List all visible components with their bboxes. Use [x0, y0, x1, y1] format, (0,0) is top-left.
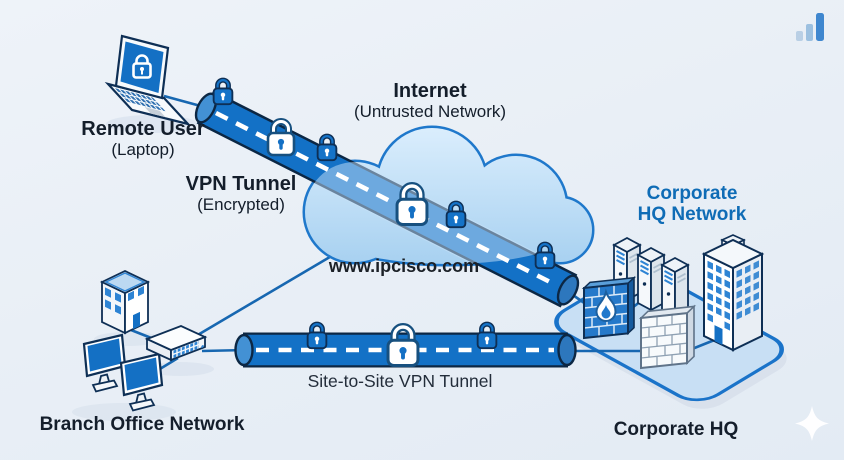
brick-wall-icon	[638, 304, 697, 370]
padlock-icon	[318, 136, 337, 160]
corporate-hq-label: Corporate HQ	[613, 419, 739, 440]
internet-title: Internet	[393, 80, 467, 102]
remote-user-label: Remote User (Laptop)	[81, 118, 204, 159]
sparkle-icon	[795, 406, 829, 441]
screen-lock-icon	[132, 54, 152, 79]
corporate-hq-network-line1: Corporate	[646, 183, 738, 204]
internet-label: Internet (Untrusted Network)	[354, 80, 506, 121]
monitor-icon	[119, 352, 164, 412]
vpn-tunnel-subtitle: (Encrypted)	[197, 195, 285, 215]
laptop-icon	[104, 34, 192, 126]
padlock-icon	[478, 324, 497, 348]
flame-icon	[595, 288, 617, 322]
remote-user-title: Remote User	[81, 118, 205, 140]
hq-building-icon	[701, 234, 765, 352]
firewall-icon	[581, 275, 637, 340]
remote-user-subtitle: (Laptop)	[111, 140, 175, 160]
server-rack-icon	[636, 246, 666, 312]
corporate-hq-network-label: Corporate HQ Network	[638, 183, 747, 226]
watermark: www.ipcisco.com	[328, 256, 480, 276]
office-building-icon	[99, 270, 151, 335]
padlock-icon	[214, 80, 233, 104]
monitor-icon	[82, 333, 127, 393]
branch-office-label: Branch Office Network	[39, 414, 245, 435]
bar-chart-icon	[796, 13, 824, 41]
tunnel-dashes	[214, 110, 558, 353]
network-switch-icon	[144, 325, 208, 362]
internet-subtitle: (Untrusted Network)	[353, 102, 507, 122]
vpn-tunnel-title: VPN Tunnel	[185, 173, 297, 195]
corporate-hq-network-line2: HQ Network	[637, 204, 747, 226]
padlock-icon	[308, 324, 327, 348]
vpn-tunnel-label: VPN Tunnel (Encrypted)	[186, 173, 297, 214]
site-to-site-tunnel-label: Site-to-Site VPN Tunnel	[307, 371, 493, 391]
